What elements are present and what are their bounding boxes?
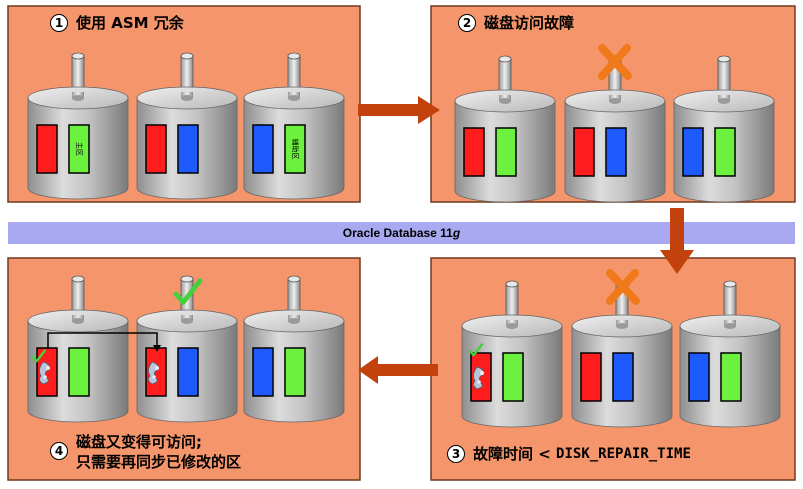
step-number-1: 1: [50, 13, 68, 32]
panel-1-title-text: 使用 ASM 冗余: [76, 14, 184, 32]
disk-cylinder-icon: [454, 55, 556, 203]
green-extent: [502, 352, 524, 402]
flow-arrow-icon: [660, 208, 694, 274]
disk-cylinder-icon: [136, 52, 238, 200]
blue-extent: [252, 347, 274, 397]
disk-cylinder-icon: [679, 280, 781, 428]
red-extent: [573, 127, 595, 177]
red-extent: [145, 124, 167, 174]
failure-x-icon: [598, 44, 632, 80]
panel-2-title: 2 磁盘访问故障: [458, 12, 574, 33]
blue-extent: [612, 352, 634, 402]
step-number-2: 2: [458, 13, 476, 32]
extent-label: 辅助区: [291, 139, 300, 160]
blue-extent: [177, 124, 199, 174]
panel-2-title-text: 磁盘访问故障: [484, 14, 575, 32]
green-extent: [495, 127, 517, 177]
panel-3-title-prefix: 故障时间 <: [473, 445, 551, 463]
red-extent: [36, 347, 58, 397]
blue-extent: [252, 124, 274, 174]
green-extent: [720, 352, 742, 402]
disk-cylinder-icon: [571, 280, 673, 428]
step-number-4: 4: [50, 442, 68, 460]
disk-cylinder-icon: 辅助区: [243, 52, 345, 200]
stale-extent-icon: [473, 366, 484, 390]
red-extent: [470, 352, 492, 402]
checkmark-icon: [31, 349, 47, 363]
green-extent: [68, 347, 90, 397]
flow-arrow-icon: [358, 356, 438, 384]
green-extent: [68, 124, 90, 174]
green-extent: [284, 124, 306, 174]
database-version-label: Oracle Database 11g: [0, 226, 803, 240]
disk-cylinder-icon: [136, 275, 238, 423]
panel-3-title: 3 故障时间 < DISK_REPAIR_TIME: [447, 443, 691, 464]
green-extent: [714, 127, 736, 177]
disk-cylinder-icon: [673, 55, 775, 203]
step-number-3: 3: [447, 444, 465, 463]
disk-cylinder-icon: [461, 280, 563, 428]
stale-extent-icon: [39, 361, 50, 385]
blue-extent: [682, 127, 704, 177]
band-text: Oracle Database 11: [342, 226, 453, 240]
panel-4-title: 4 磁盘又变得可访问; 只需要再同步已修改的区: [50, 432, 241, 472]
checkmark-icon: [468, 343, 484, 357]
failure-x-icon: [606, 269, 640, 305]
disk-cylinder-icon: 主区: [27, 52, 129, 200]
panel-4-title-line2: 只需要再同步已修改的区: [76, 453, 242, 471]
band-text-italic: g: [452, 226, 461, 240]
panel-3-title-code: DISK_REPAIR_TIME: [556, 445, 691, 462]
disk-cylinder-icon: [243, 275, 345, 423]
panel-4-title-line1: 磁盘又变得可访问;: [76, 433, 202, 451]
blue-extent: [605, 127, 627, 177]
database-version-band: [8, 222, 795, 244]
green-extent: [284, 347, 306, 397]
extent-label: 主区: [75, 142, 84, 156]
panel-1-title: 1 使用 ASM 冗余: [50, 12, 184, 33]
blue-extent: [688, 352, 710, 402]
disk-cylinder-icon: [27, 275, 129, 423]
red-extent: [463, 127, 485, 177]
stale-extent-icon: [148, 361, 159, 385]
resync-connector: [47, 332, 161, 352]
flow-arrow-icon: [358, 96, 440, 124]
red-extent: [580, 352, 602, 402]
checkmark-icon: [173, 278, 203, 305]
blue-extent: [177, 347, 199, 397]
red-extent: [36, 124, 58, 174]
